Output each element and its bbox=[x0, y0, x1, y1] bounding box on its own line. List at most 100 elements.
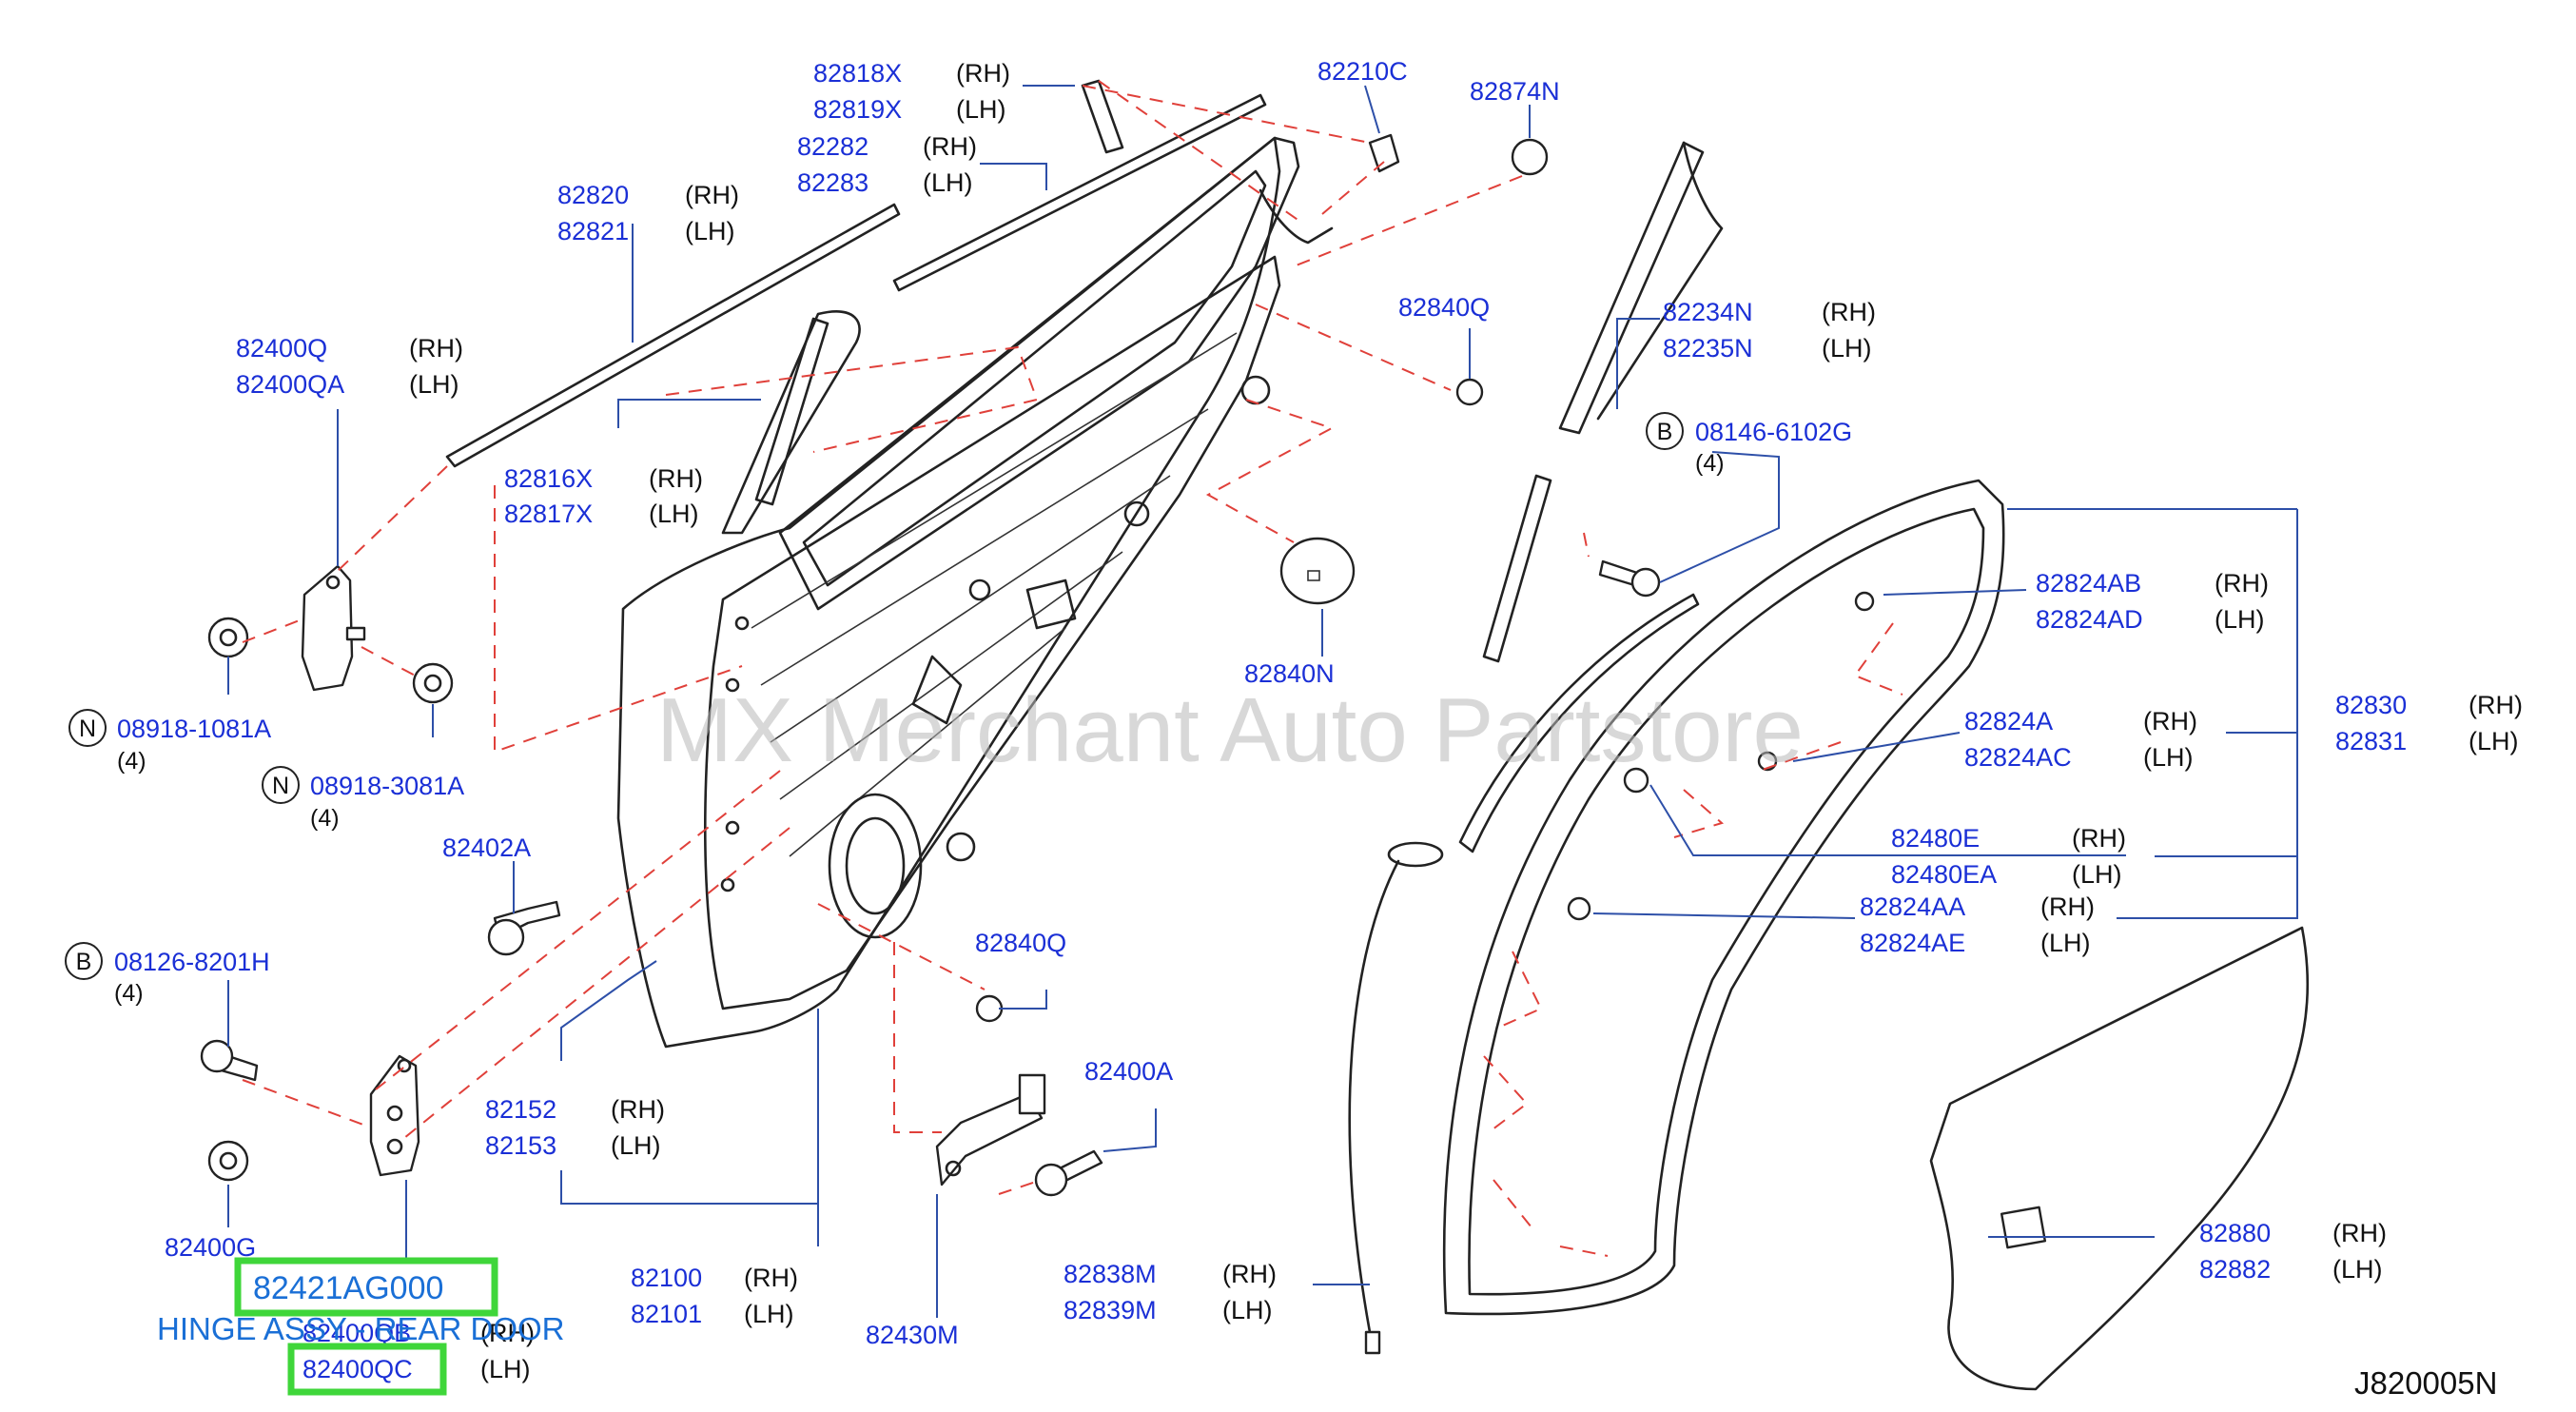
part-number[interactable]: 82840Q bbox=[1398, 293, 1490, 322]
callout-82824AB[interactable]: 82824AB (RH) 82824AD (LH) bbox=[2036, 569, 2269, 634]
callout-82820[interactable]: 82820 (RH) 82821 (LH) bbox=[557, 181, 739, 245]
side-label: (LH) bbox=[2040, 929, 2091, 957]
part-number[interactable]: 82816X bbox=[504, 464, 593, 493]
part-number[interactable]: 08918-1081A bbox=[117, 715, 271, 743]
part-number[interactable]: 82101 bbox=[631, 1300, 702, 1328]
part-number[interactable]: 82824AD bbox=[2036, 605, 2143, 634]
quantity: (4) bbox=[117, 748, 146, 775]
part-number[interactable]: 82210C bbox=[1317, 57, 1408, 86]
side-label: (LH) bbox=[2469, 727, 2519, 755]
hinge-upper-drawing bbox=[301, 564, 366, 692]
part-number[interactable]: 82824AB bbox=[2036, 569, 2141, 598]
highlight-part-number[interactable]: 82421AG000 bbox=[253, 1270, 443, 1306]
part-number[interactable]: 82817X bbox=[504, 500, 593, 528]
part-number[interactable]: 82283 bbox=[797, 168, 868, 197]
fastener-08918-1081A[interactable]: N 08918-1081A (4) bbox=[68, 709, 271, 775]
part-number[interactable]: 82840Q bbox=[975, 929, 1066, 957]
callout-82840Q-lower[interactable]: 82840Q bbox=[975, 929, 1066, 957]
side-label: (RH) bbox=[2040, 892, 2095, 921]
circle-letter: B bbox=[1657, 419, 1673, 445]
side-label: (LH) bbox=[2072, 860, 2122, 889]
side-label: (RH) bbox=[2332, 1219, 2387, 1247]
part-number[interactable]: 82400QB bbox=[302, 1319, 411, 1347]
part-number[interactable]: 82824A bbox=[1964, 707, 2053, 735]
callout-82880[interactable]: 82880 (RH) 82882 (LH) bbox=[2199, 1219, 2387, 1284]
part-number[interactable]: 82821 bbox=[557, 217, 629, 245]
side-label: (LH) bbox=[2332, 1255, 2383, 1284]
part-number[interactable]: 82480E bbox=[1891, 824, 1980, 853]
part-number[interactable]: 08126-8201H bbox=[114, 948, 270, 976]
part-number[interactable]: 82400QC bbox=[302, 1355, 413, 1383]
part-number[interactable]: 82282 bbox=[797, 132, 868, 161]
callout-82818X[interactable]: 82818X (RH) 82819X (LH) bbox=[813, 59, 1010, 124]
part-number[interactable]: 82874N bbox=[1470, 77, 1560, 106]
callout-82282[interactable]: 82282 (RH) 82283 (LH) bbox=[797, 132, 977, 197]
callout-82830[interactable]: 82830 (RH) 82831 (LH) bbox=[2335, 691, 2523, 755]
part-number[interactable]: 82838M bbox=[1064, 1260, 1157, 1288]
callout-82824AA[interactable]: 82824AA (RH) 82824AE (LH) bbox=[1860, 892, 2095, 957]
part-number[interactable]: 82840N bbox=[1244, 659, 1335, 688]
part-number[interactable]: 82824AE bbox=[1860, 929, 1965, 957]
quantity: (4) bbox=[114, 980, 144, 1007]
callout-82210C[interactable]: 82210C bbox=[1317, 57, 1408, 86]
side-label: (LH) bbox=[2215, 605, 2265, 634]
fastener-08146-6102G[interactable]: B 08146-6102G (4) bbox=[1646, 412, 1852, 477]
side-label: (RH) bbox=[2469, 691, 2523, 719]
callout-82400QB[interactable]: 82400QB (RH) 82400QC (LH) bbox=[302, 1319, 535, 1383]
part-number[interactable]: 82831 bbox=[2335, 727, 2407, 755]
side-label: (RH) bbox=[956, 59, 1010, 88]
callout-82838M[interactable]: 82838M (RH) 82839M (LH) bbox=[1064, 1260, 1277, 1324]
callout-82234N[interactable]: 82234N (RH) 82235N (LH) bbox=[1663, 298, 1876, 363]
part-number[interactable]: 08146-6102G bbox=[1695, 418, 1852, 446]
part-number[interactable]: 82839M bbox=[1064, 1296, 1157, 1324]
callout-82874N[interactable]: 82874N bbox=[1470, 77, 1560, 106]
callout-82840Q-upper[interactable]: 82840Q bbox=[1398, 293, 1490, 322]
part-number[interactable]: 82400G bbox=[165, 1233, 256, 1262]
part-number[interactable]: 82430M bbox=[866, 1321, 959, 1349]
watermark: MX Merchant Auto Partstore bbox=[656, 679, 1804, 781]
part-number[interactable]: 82234N bbox=[1663, 298, 1753, 326]
callout-82840N[interactable]: 82840N bbox=[1244, 659, 1335, 688]
door-check-drawing bbox=[935, 1073, 1046, 1186]
callout-82824A[interactable]: 82824A (RH) 82824AC (LH) bbox=[1964, 707, 2197, 772]
part-number[interactable]: 82480EA bbox=[1891, 860, 1997, 889]
fastener-08918-3081A[interactable]: N 08918-3081A (4) bbox=[262, 766, 464, 832]
part-number[interactable]: 82830 bbox=[2335, 691, 2407, 719]
part-number[interactable]: 82400QA bbox=[236, 370, 344, 399]
callout-82400A[interactable]: 82400A bbox=[1084, 1057, 1173, 1086]
callout-82152[interactable]: 82152 (RH) 82153 (LH) bbox=[485, 1095, 665, 1160]
part-number[interactable]: 82820 bbox=[557, 181, 629, 209]
part-number[interactable]: 82400Q bbox=[236, 334, 327, 363]
callout-82400G[interactable]: 82400G bbox=[165, 1233, 256, 1262]
part-number[interactable]: 82882 bbox=[2199, 1255, 2271, 1284]
part-number[interactable]: 08918-3081A bbox=[310, 772, 464, 800]
side-label: (LH) bbox=[1222, 1296, 1273, 1324]
fastener-08126-8201H[interactable]: B 08126-8201H (4) bbox=[65, 942, 270, 1007]
part-number[interactable]: 82400A bbox=[1084, 1057, 1173, 1086]
callout-82480E[interactable]: 82480E (RH) 82480EA (LH) bbox=[1891, 824, 2126, 889]
part-number[interactable]: 82152 bbox=[485, 1095, 556, 1124]
circle-badge bbox=[68, 709, 107, 747]
callout-82100[interactable]: 82100 (RH) 82101 (LH) bbox=[631, 1264, 798, 1328]
highlighted-part[interactable]: 82421AG000 HINGE ASSY - REAR DOOR bbox=[157, 1257, 564, 1346]
highlight-box bbox=[234, 1257, 498, 1317]
part-number[interactable]: 82824AA bbox=[1860, 892, 1965, 921]
callout-82402A[interactable]: 82402A bbox=[442, 833, 531, 862]
part-number[interactable]: 82235N bbox=[1663, 334, 1753, 363]
part-number[interactable]: 82819X bbox=[813, 95, 902, 124]
side-label: (RH) bbox=[2072, 824, 2126, 853]
part-number[interactable]: 82100 bbox=[631, 1264, 702, 1292]
part-number[interactable]: 82818X bbox=[813, 59, 902, 88]
side-label: (LH) bbox=[611, 1131, 661, 1160]
side-label: (LH) bbox=[409, 370, 459, 399]
part-number[interactable]: 82402A bbox=[442, 833, 531, 862]
part-number[interactable]: 82880 bbox=[2199, 1219, 2271, 1247]
part-number[interactable]: 82153 bbox=[485, 1131, 556, 1160]
callout-82816X[interactable]: 82816X (RH) 82817X (LH) bbox=[504, 464, 703, 528]
callout-82430M[interactable]: 82430M bbox=[866, 1321, 959, 1349]
part-number[interactable]: 82824AC bbox=[1964, 743, 2072, 772]
nuts-and-bolts-drawings bbox=[200, 133, 1875, 1197]
side-label: (LH) bbox=[480, 1355, 531, 1383]
callout-82400Q[interactable]: 82400Q (RH) 82400QA (LH) bbox=[236, 334, 463, 399]
